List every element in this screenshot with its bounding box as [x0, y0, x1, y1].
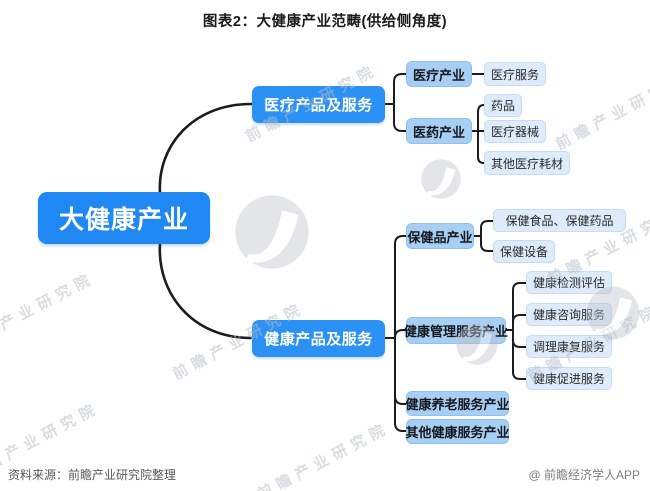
node-health-food-drugs: 保健食品、保健药品 [493, 209, 626, 232]
node-elderly-care-industry: 健康养老服务产业 [406, 391, 510, 416]
node-medical-industry: 医疗产业 [406, 61, 472, 87]
node-medical-products-services: 医疗产品及服务 [252, 86, 385, 123]
node-medical-service: 医疗服务 [484, 62, 546, 86]
node-medical-devices: 医疗器械 [484, 120, 546, 143]
node-health-testing: 健康检测评估 [526, 271, 612, 294]
node-health-management-industry: 健康管理服务产业 [404, 317, 508, 344]
node-health-products-services: 健康产品及服务 [252, 320, 385, 357]
node-rehab-service: 调理康复服务 [526, 335, 612, 358]
node-other-medical-consumables: 其他医疗耗材 [484, 151, 570, 175]
node-health-consulting: 健康咨询服务 [526, 303, 612, 326]
node-drugs: 药品 [484, 94, 522, 117]
node-other-health-services: 其他健康服务产业 [406, 419, 510, 444]
chart-title: 图表2：大健康产业范畴(供给侧角度) [202, 14, 448, 30]
node-health-promotion: 健康促进服务 [526, 367, 612, 390]
node-health-equipment: 保健设备 [493, 240, 555, 263]
credit-note: @ 前瞻经济学人APP [528, 468, 640, 482]
source-note: 资料来源：前瞻产业研究院整理 [8, 468, 177, 482]
node-root: 大健康产业 [38, 192, 210, 244]
node-pharma-industry: 医药产业 [406, 118, 472, 144]
node-healthcare-products-industry: 保健品产业 [406, 223, 474, 249]
